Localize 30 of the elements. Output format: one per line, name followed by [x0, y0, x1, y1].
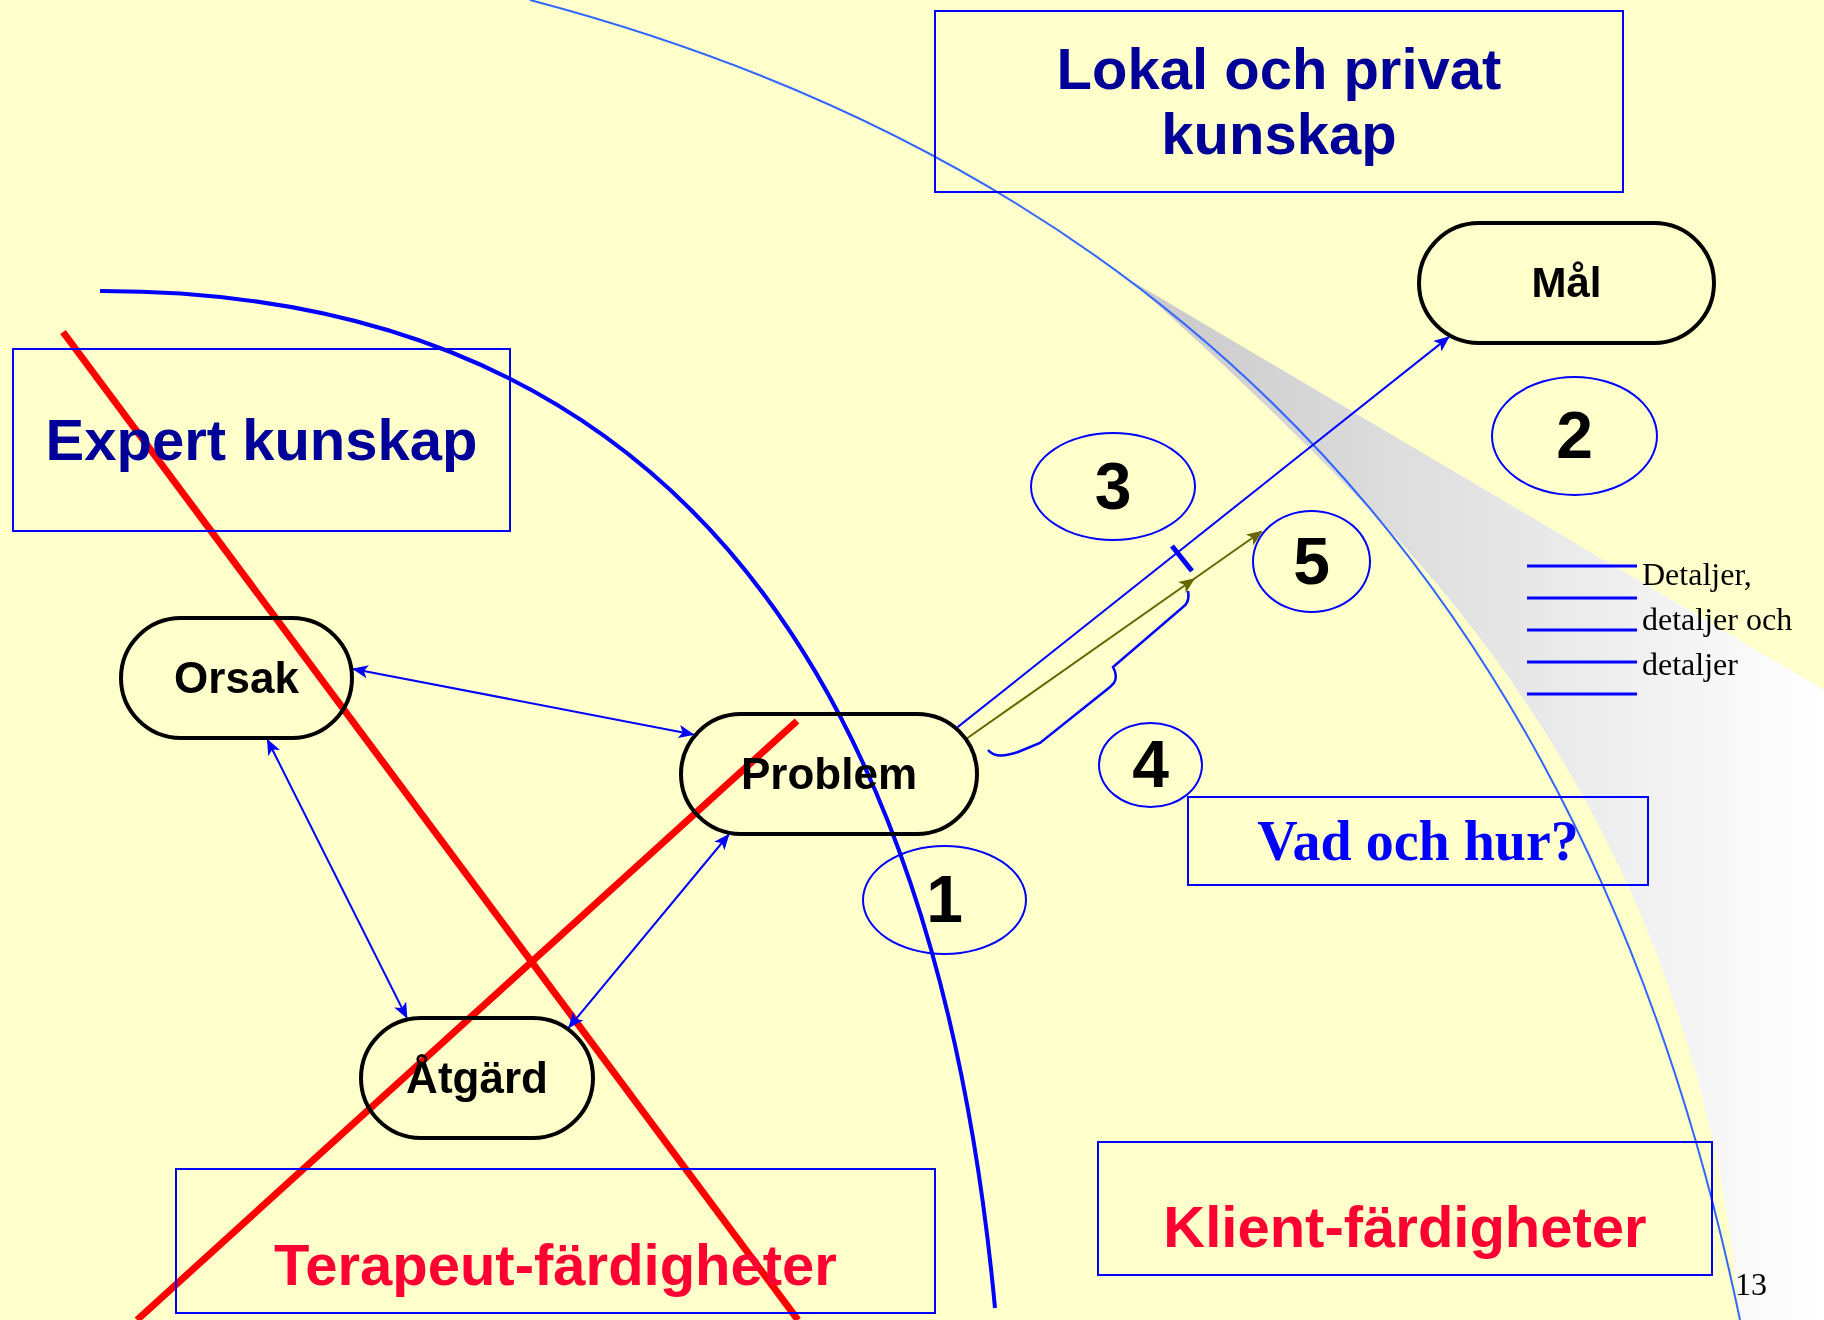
- heading-text: Vad och hur?: [1257, 809, 1579, 873]
- number-label: 1: [926, 863, 963, 937]
- node-label: Mål: [1531, 259, 1602, 307]
- arrow: [956, 336, 1450, 729]
- arrow: [266, 738, 408, 1019]
- arrow: [352, 665, 695, 739]
- number-ellipse: [1098, 722, 1203, 808]
- page-number: 13: [1735, 1265, 1767, 1304]
- number-label: 4: [1132, 728, 1169, 802]
- rounded-node: [359, 1016, 595, 1140]
- number-label: 3: [1094, 449, 1132, 524]
- rounded-node: [119, 616, 354, 740]
- heading-text: Klient-färdigheter: [1163, 1195, 1647, 1260]
- number-label: 2: [1556, 399, 1593, 473]
- text-box: [1097, 1141, 1713, 1276]
- rounded-node: [1417, 221, 1716, 345]
- number-ellipse: [862, 845, 1027, 955]
- number-label: 5: [1293, 524, 1330, 599]
- text-box: [934, 10, 1624, 193]
- text-box: [1187, 796, 1649, 886]
- arrow: [966, 530, 1263, 740]
- note-text: Detaljer, detaljer och detaljer: [1642, 555, 1794, 684]
- node-label: Åtgärd: [406, 1053, 548, 1103]
- number-ellipse: [1491, 376, 1658, 496]
- number-ellipse: [1252, 510, 1371, 613]
- node-label: Orsak: [174, 653, 299, 703]
- number-ellipse: [1030, 432, 1196, 541]
- text-box: [12, 348, 511, 532]
- arrow: [567, 833, 730, 1029]
- heading-text: Lokal och privat kunskap: [1055, 36, 1503, 167]
